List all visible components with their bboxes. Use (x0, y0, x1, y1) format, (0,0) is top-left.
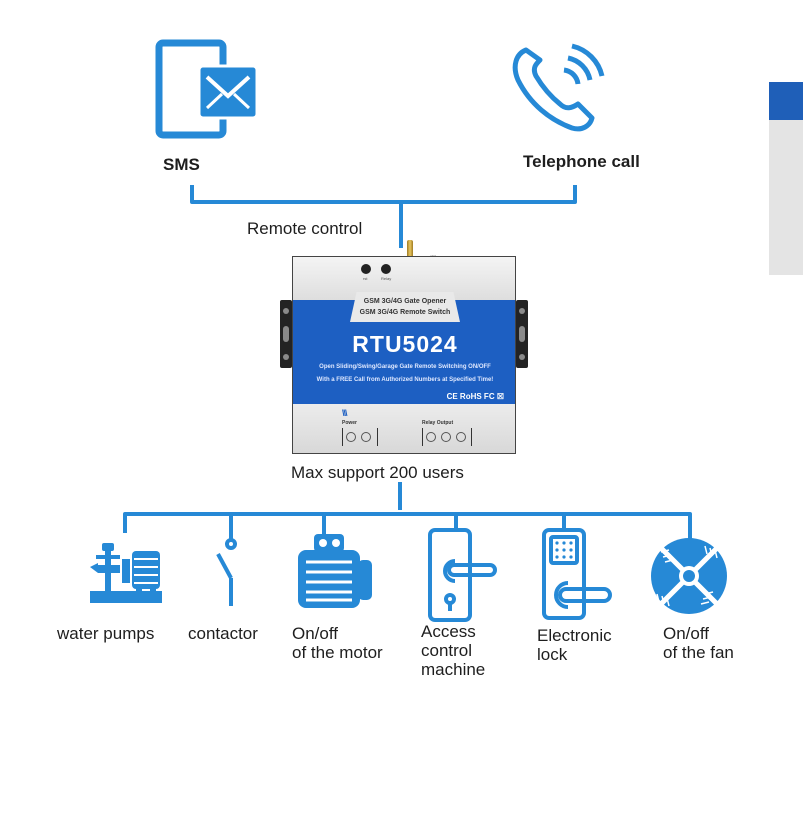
power-label: Power (342, 420, 358, 426)
fan-icon (651, 538, 727, 614)
water-pumps-label: water pumps (57, 624, 155, 643)
reset-knob-label: rst (363, 276, 368, 281)
relay-knob-label: Relay (381, 276, 392, 281)
power-terminal (342, 428, 378, 446)
motor-icon (298, 534, 372, 608)
top-connector (190, 185, 577, 204)
sms-label: SMS (163, 155, 200, 174)
fan-label: On/off of the fan (663, 624, 734, 662)
right-mounting-bracket (516, 300, 528, 368)
sms-envelope-icon (155, 39, 259, 139)
device-stripes: \\\ (342, 408, 347, 418)
side-panel-header (769, 82, 803, 120)
certification-marks: CE RoHS FC ☒ (446, 392, 504, 401)
device-desc-line-2: With a FREE Call from Authorized Numbers… (316, 377, 494, 383)
phone-ringing-icon (512, 43, 605, 132)
electronic-lock-label: Electronic lock (537, 626, 612, 664)
device-tab-line-1: GSM 3G/4G Gate Opener (363, 298, 447, 305)
telephone-label: Telephone call (523, 152, 640, 171)
capacity-label: Max support 200 users (291, 463, 464, 482)
relay-output-label: Relay Output (422, 420, 454, 426)
motor-label: On/off of the motor (292, 624, 383, 662)
left-mounting-bracket (280, 300, 292, 368)
keypad-lock-icon (542, 528, 612, 620)
device-tab-line-2: GSM 3G/4G Remote Switch (359, 309, 451, 316)
contactor-label: contactor (188, 624, 258, 643)
device-label-tab: GSM 3G/4G Gate Opener GSM 3G/4G Remote S… (350, 292, 460, 322)
antenna (407, 240, 413, 258)
side-panel-body (769, 120, 803, 275)
relay-terminal (422, 428, 472, 446)
reset-knob (361, 264, 371, 274)
remote-control-label: Remote control (247, 219, 363, 238)
device-model: RTU5024 (352, 331, 458, 357)
door-handle-icon (428, 528, 497, 622)
water-pump-icon (90, 543, 162, 603)
rtu5024-device: ANT rst Relay RTU5024 Open Sliding/Swing… (280, 240, 528, 454)
contactor-switch-icon (216, 530, 237, 606)
access-control-label: Access control machine (421, 622, 486, 679)
device-desc-line-1: Open Sliding/Swing/Garage Gate Remote Sw… (319, 364, 491, 370)
device-bottom-panel (292, 404, 516, 454)
relay-knob (381, 264, 391, 274)
